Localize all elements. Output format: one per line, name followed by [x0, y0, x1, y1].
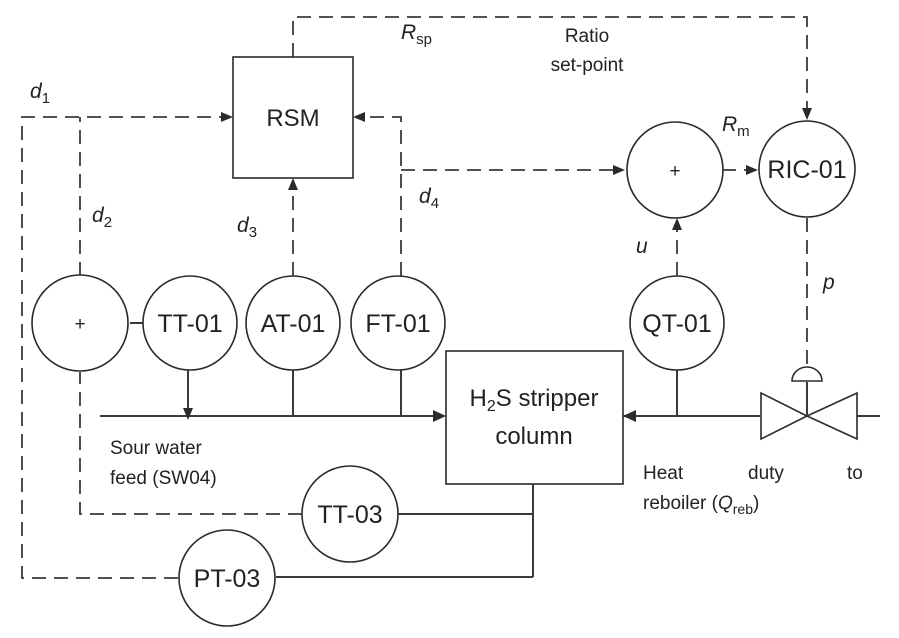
rsp-label: Rsp — [401, 21, 432, 48]
heat-word2: duty — [748, 463, 784, 484]
signal-lines — [21, 16, 808, 579]
tt03-to-summer-line — [79, 372, 302, 515]
arrow-heat-to-column — [623, 410, 636, 422]
sour-water-line2: feed (SW04) — [110, 468, 217, 489]
d4-signal-line — [364, 116, 402, 276]
summer-right[interactable]: + — [626, 121, 724, 219]
arrow-d3-to-rsm — [288, 178, 298, 190]
column-label-line1: H2S stripper — [470, 385, 599, 415]
arrow-d1-to-rsm — [221, 112, 233, 122]
column-label-line2: column — [495, 423, 572, 450]
heat-word1: Heat — [643, 463, 684, 484]
arrow-u-to-summer — [672, 218, 682, 230]
sour-water-line1: Sour water — [110, 438, 203, 459]
tt03-bubble[interactable]: TT-03 — [301, 465, 399, 563]
arrow-summer-to-ric — [746, 165, 758, 175]
pt03-bubble[interactable]: PT-03 — [178, 529, 276, 627]
d1-signal-line — [21, 116, 222, 579]
summer-right-sign: + — [669, 161, 680, 182]
d1-label: d1 — [30, 80, 50, 107]
rm-label: Rm — [722, 113, 750, 140]
ratio-setpoint-line1: Ratio — [565, 26, 609, 47]
at01-bubble[interactable]: AT-01 — [245, 275, 341, 371]
p-label: p — [822, 271, 835, 294]
stripper-column[interactable]: H2S stripper column — [445, 350, 624, 485]
d3-label: d3 — [237, 214, 257, 241]
ric01-label: RIC-01 — [767, 156, 846, 184]
arrow-rsp-to-ric — [802, 108, 812, 120]
control-valve[interactable] — [760, 366, 858, 441]
ft01-bubble[interactable]: FT-01 — [350, 275, 446, 371]
arrow-d4-to-summer — [613, 165, 625, 175]
valve-right-triangle — [805, 391, 858, 441]
arrow-feed-to-column — [433, 410, 446, 422]
summer-left-sign: + — [74, 314, 85, 335]
process-lines — [100, 322, 880, 578]
rsm-block[interactable]: RSM — [232, 56, 354, 179]
rsm-label: RSM — [266, 105, 319, 132]
tt03-label: TT-03 — [317, 501, 382, 529]
reboiler-label: reboiler (Qreb) — [643, 493, 759, 517]
at01-label: AT-01 — [261, 310, 326, 338]
ft01-label: FT-01 — [365, 310, 430, 338]
qt01-label: QT-01 — [642, 310, 711, 338]
valve-left-triangle — [760, 391, 809, 441]
tt01-label: TT-01 — [157, 310, 222, 338]
pt03-label: PT-03 — [194, 565, 261, 593]
arrowheads — [183, 108, 812, 422]
arrow-d4-to-rsm — [353, 112, 365, 122]
tt01-bubble[interactable]: TT-01 — [142, 275, 238, 371]
d2-label: d2 — [92, 204, 112, 231]
ratio-setpoint-line2: set-point — [551, 55, 625, 76]
u-label: u — [636, 235, 648, 258]
qt01-bubble[interactable]: QT-01 — [629, 275, 725, 371]
d4-label: d4 — [419, 185, 439, 212]
heat-word3: to — [847, 463, 863, 484]
valve-actuator — [791, 366, 823, 382]
arrow-tt01-to-feed — [183, 408, 193, 420]
rsp-signal-line — [292, 16, 808, 108]
summer-left[interactable]: + — [31, 274, 129, 372]
ric01-bubble[interactable]: RIC-01 — [758, 120, 856, 218]
